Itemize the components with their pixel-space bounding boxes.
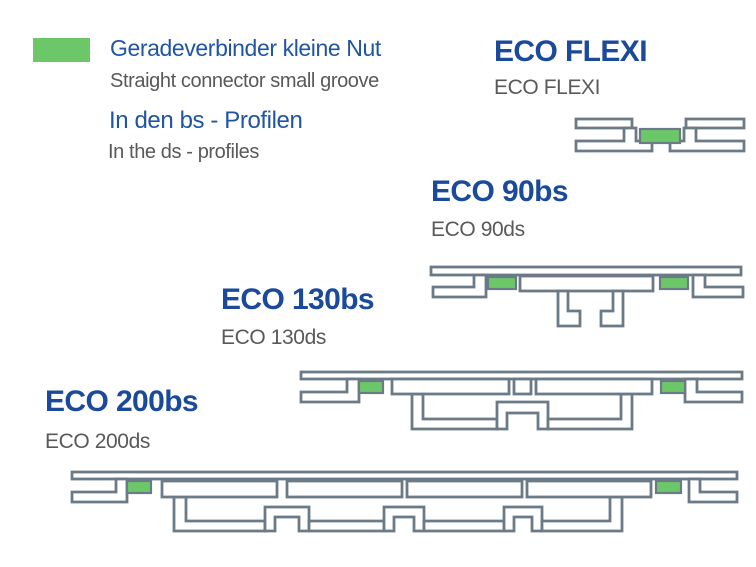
profile-title-eco-90-ds: ECO 90ds <box>431 218 525 241</box>
profile-drawing-eco-200 <box>70 470 739 533</box>
profile-title-eco-200-ds: ECO 200ds <box>45 430 150 453</box>
profile-title-eco-200-bs: ECO 200bs <box>45 385 199 418</box>
connector-green-block <box>638 127 682 145</box>
profile-title-eco-flexi-ds: ECO FLEXI <box>494 76 601 99</box>
legend-title-en: Straight connector small groove <box>110 70 379 92</box>
green-connector-swatch <box>33 38 90 62</box>
legend-scope-en: In the ds - profiles <box>108 141 259 163</box>
legend-scope-de: In den bs - Profilen <box>109 107 303 134</box>
profile-title-eco-flexi-bs: ECO FLEXI <box>494 35 648 68</box>
profile-title-eco-130-ds: ECO 130ds <box>221 326 326 349</box>
connector-green-block <box>654 479 683 495</box>
profile-drawing-eco-90 <box>429 265 745 328</box>
connector-green-block <box>125 479 153 495</box>
profile-title-eco-130-bs: ECO 130bs <box>221 283 375 316</box>
connector-green-block <box>658 275 690 291</box>
connector-green-block <box>486 275 518 291</box>
profile-drawing-eco-flexi <box>574 117 746 153</box>
profile-title-eco-90-bs: ECO 90bs <box>431 175 569 208</box>
connector-green-block <box>357 379 385 395</box>
profile-drawing-eco-130 <box>299 370 744 431</box>
legend-title-de: Geradeverbinder kleine Nut <box>110 35 381 61</box>
connector-green-block <box>659 379 687 395</box>
